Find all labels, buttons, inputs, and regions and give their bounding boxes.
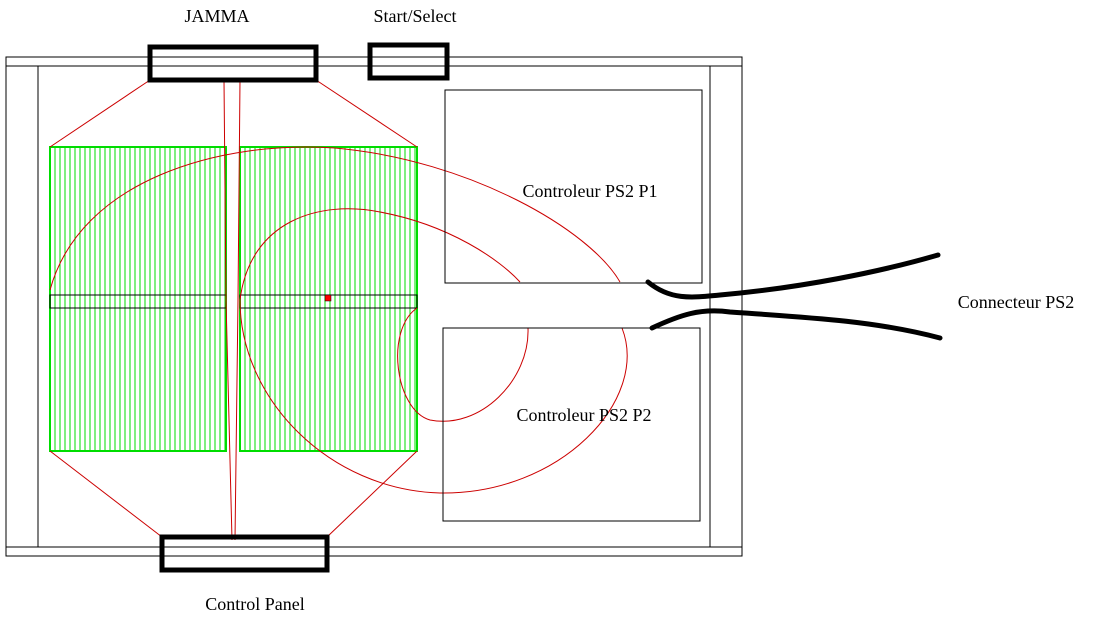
marker-dot — [324, 294, 332, 302]
controller-p2-label: Controleur PS2 P2 — [516, 405, 651, 425]
circuit-board-left — [49, 146, 227, 452]
wire-panel-left — [49, 450, 163, 538]
wire-center-2 — [234, 79, 241, 541]
wire-center-1 — [223, 79, 233, 541]
start-select-connector — [367, 42, 450, 81]
jamma-label: JAMMA — [184, 6, 249, 26]
ps2-cable-p1 — [645, 252, 941, 300]
enclosure — [5, 56, 743, 557]
control-panel-connector — [159, 534, 330, 573]
jamma-connector — [147, 44, 319, 83]
wire-p1-inner — [239, 208, 521, 301]
wire-p1-outer — [49, 146, 621, 291]
wire-panel-right — [326, 450, 418, 538]
enclosure-outer — [5, 56, 743, 557]
controller-p2-box — [442, 327, 701, 522]
wire-p2-outer — [239, 299, 628, 494]
controller-p1-label: Controleur PS2 P1 — [522, 181, 657, 201]
ps2-cable-p2 — [649, 308, 943, 341]
ps2-connector-label: Connecteur PS2 — [958, 292, 1075, 312]
red-wires — [49, 79, 628, 541]
ps2-cables — [645, 252, 943, 341]
enclosure-inner-band — [5, 65, 743, 548]
wire-p2-inner — [397, 307, 529, 422]
control-panel-label: Control Panel — [205, 594, 305, 614]
controller-p1-box — [444, 89, 703, 284]
start-select-label: Start/Select — [374, 6, 457, 26]
wire-jamma-left — [49, 79, 151, 148]
wire-jamma-right — [315, 79, 418, 148]
